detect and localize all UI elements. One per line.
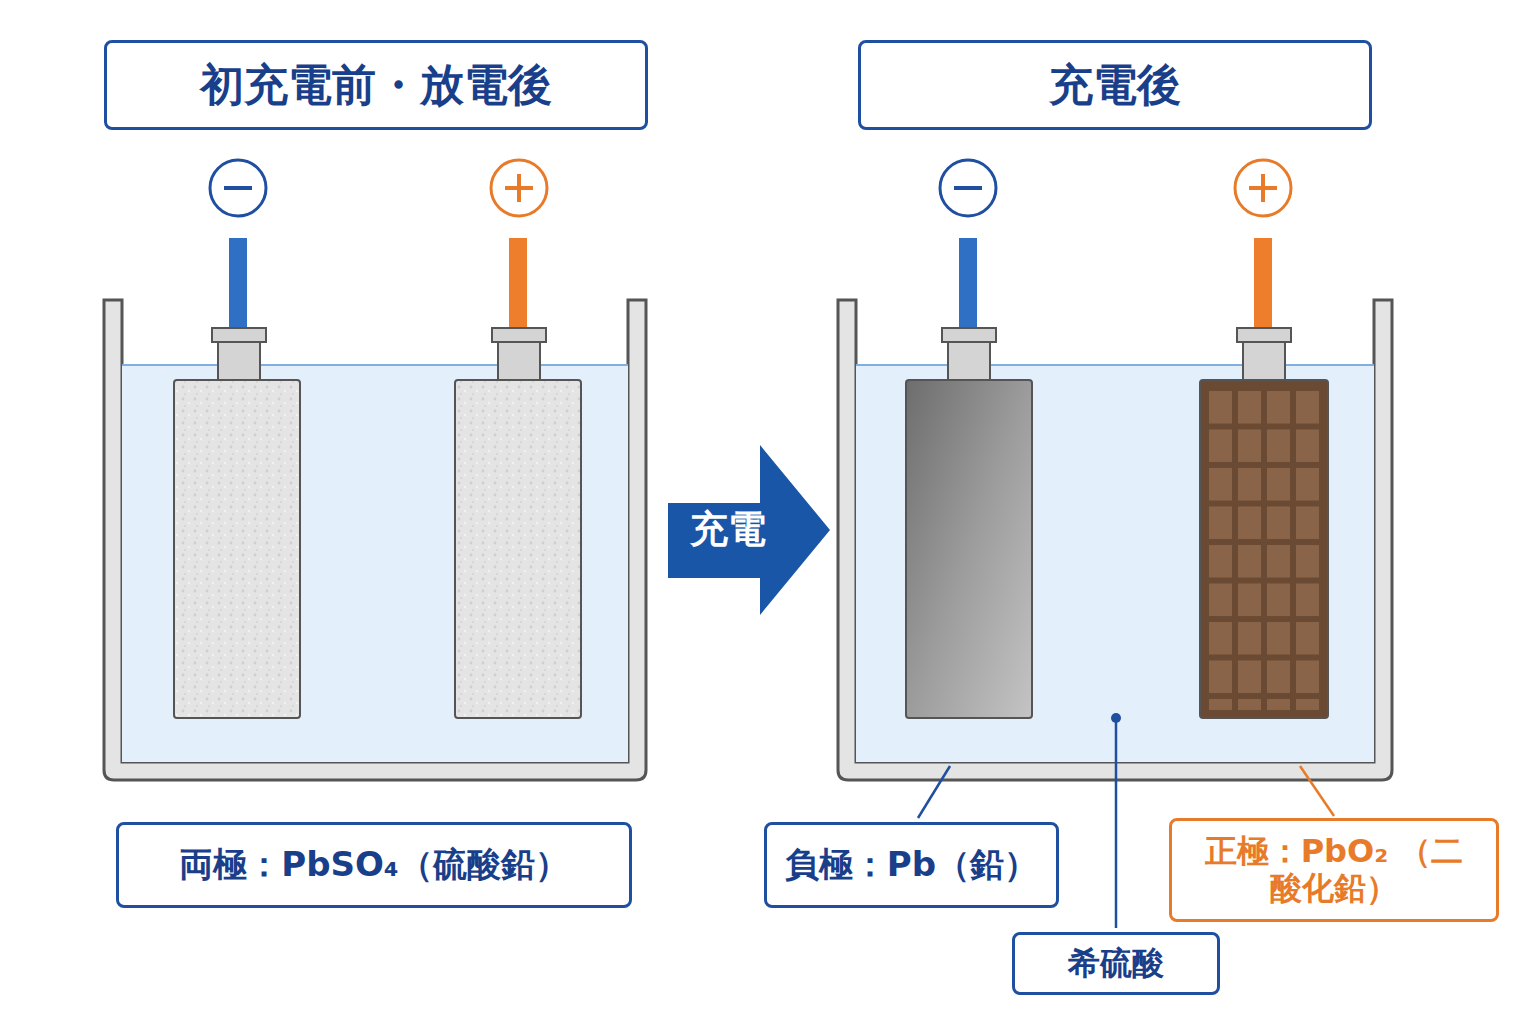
title-box: 初充電前・放電後 xyxy=(104,40,648,130)
node-text: 初充電前・放電後 xyxy=(200,60,552,111)
label-box: 両極：PbSO₄（硫酸鉛） xyxy=(116,822,632,908)
electrodes xyxy=(174,380,1328,718)
node-text: 希硫酸 xyxy=(1068,945,1164,982)
charge-arrow: 充電 xyxy=(668,445,830,615)
label-box: 負極：Pb（鉛） xyxy=(764,822,1059,908)
right-beaker xyxy=(838,300,1392,780)
terminals xyxy=(210,160,1291,382)
node-text: 両極：PbSO₄（硫酸鉛） xyxy=(179,845,569,884)
node-text: 正極：PbO₂ （二酸化鉛） xyxy=(1190,833,1478,907)
left-beaker xyxy=(104,300,646,780)
label-box: 希硫酸 xyxy=(1012,932,1220,995)
arrow-path xyxy=(668,445,830,615)
label-box: 正極：PbO₂ （二酸化鉛） xyxy=(1169,818,1499,922)
node-text: 負極：Pb（鉛） xyxy=(785,845,1038,884)
title-box: 充電後 xyxy=(858,40,1372,130)
node-text: 充電 xyxy=(690,508,766,552)
node-text: 充電後 xyxy=(1049,60,1181,111)
